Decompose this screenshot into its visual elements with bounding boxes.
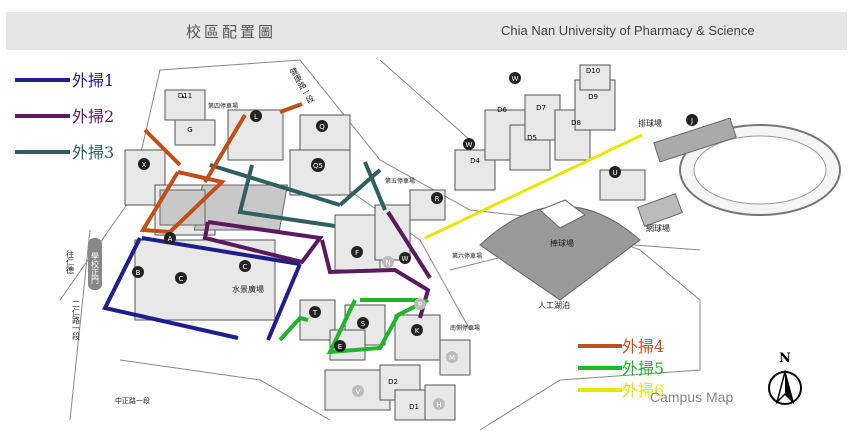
label-A: A: [168, 235, 173, 243]
label-E: E: [338, 343, 342, 351]
label-baseball-field: 棒球場: [550, 238, 574, 248]
header-bar: 校區配置圖 Chia Nan University of Pharmacy & …: [6, 12, 847, 50]
label-road-top: 健康路一段: [288, 65, 317, 106]
label-road-erren: 二仁路一段: [72, 300, 81, 341]
north-label: N: [779, 351, 791, 366]
label-parking-6: 第六停車場: [452, 252, 482, 260]
label-D4: D4: [470, 157, 480, 165]
label-S: S: [361, 320, 366, 328]
label-W: W: [402, 255, 409, 263]
label-C: C: [243, 263, 248, 271]
legend-label-5: 外掃5: [622, 359, 664, 378]
label-D10: D10: [586, 67, 600, 75]
label-G: G: [187, 126, 192, 134]
label-D9: D9: [588, 93, 598, 101]
legend-label-1: 外掃1: [72, 71, 114, 90]
label-parking-south: 南側停車場: [450, 324, 480, 332]
label-Q: Q: [319, 123, 325, 131]
label-artificial-lake: 人工湖泊: [538, 300, 570, 310]
label-M: M: [449, 354, 455, 362]
label-V: V: [356, 388, 361, 396]
tennis-court: [637, 193, 683, 227]
label-U: U: [612, 169, 617, 177]
label-parking-4: 第四停車場: [208, 102, 238, 110]
north-compass-icon: N: [768, 351, 802, 405]
campus-map-caption: Campus Map: [650, 389, 733, 405]
label-H: H: [436, 401, 441, 409]
label-pool-square: 水景廣場: [232, 284, 264, 294]
label-road-zhongzheng: 中正路一段: [115, 396, 150, 405]
label-Q5: Q5: [313, 162, 323, 170]
label-R: R: [435, 195, 440, 203]
roads: [59, 59, 701, 431]
legend-label-2: 外掃2: [72, 107, 114, 126]
label-T: T: [312, 309, 318, 317]
label-D7: D7: [536, 104, 546, 112]
zone-5-lines: [278, 298, 429, 355]
university-name: Chia Nan University of Pharmacy & Scienc…: [501, 23, 755, 38]
legend-right: 外掃4 外掃5 外掃6: [578, 337, 664, 400]
label-D8: D8: [571, 119, 581, 127]
label-P: P: [418, 301, 422, 309]
label-L: L: [254, 113, 258, 121]
label-D1: D1: [409, 403, 419, 411]
label-parking-5: 第五停車場: [385, 177, 415, 185]
label-D5: D5: [527, 134, 537, 142]
legend-label-3: 外掃3: [72, 143, 114, 162]
building-labels: D11 G L Q Q5 X A C C B U F N W R D4 D5 D…: [132, 67, 698, 411]
volleyball-court: [653, 117, 737, 163]
label-tennis-court: 網球場: [646, 223, 670, 233]
zone-3-lines: [209, 161, 387, 228]
zone-6-lines: [424, 133, 643, 240]
label-road-left: 往仁德: [66, 249, 75, 275]
legend-label-4: 外掃4: [622, 337, 664, 356]
label-D2: D2: [388, 378, 398, 386]
page-title: 校區配置圖: [186, 23, 277, 41]
label-gate: 學校正門: [91, 251, 100, 285]
label-N: N: [385, 259, 390, 267]
label-B: B: [136, 269, 141, 277]
label-volleyball: 排球場: [638, 118, 662, 128]
label-D11: D11: [178, 92, 192, 100]
label-D6: D6: [497, 106, 507, 114]
label-F: F: [355, 249, 359, 257]
label-W2: W: [512, 75, 519, 83]
label-K: K: [415, 327, 420, 335]
legend-label-6: 外掃6: [622, 381, 664, 400]
label-X: X: [142, 161, 147, 169]
building-blocks: [124, 64, 646, 421]
label-J: J: [690, 117, 693, 125]
label-W3: W: [466, 141, 473, 149]
place-labels: 水景廣場 棒球場 網球場 排球場 人工湖泊 第五停車場 第六停車場 南側停車場 …: [115, 102, 670, 405]
label-C2: C: [179, 275, 184, 283]
legend-left: 外掃1 外掃2 外掃3: [15, 71, 114, 162]
